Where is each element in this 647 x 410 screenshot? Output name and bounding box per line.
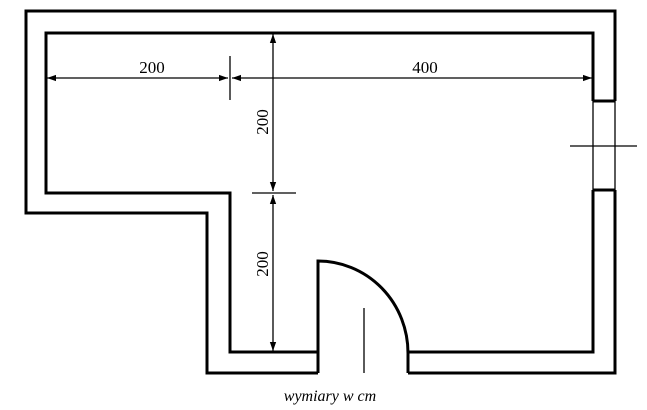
dimension-label-lower-height: 200 — [253, 251, 272, 277]
dimension-label-top-right: 400 — [412, 58, 438, 77]
inner-wall — [44, 31, 595, 354]
units-caption: wymiary w cm — [283, 388, 377, 405]
dimension-label-upper-height: 200 — [253, 109, 272, 135]
outer-wall — [24, 9, 617, 375]
door-leaf — [316, 259, 410, 373]
dimension-label-top-left: 200 — [139, 58, 165, 77]
